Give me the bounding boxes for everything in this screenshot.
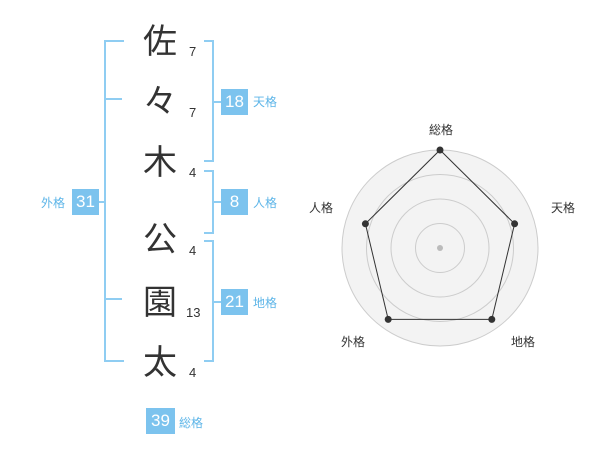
- soukaku-badge: 39: [146, 408, 175, 434]
- gaikaku-badge: 31: [72, 189, 99, 215]
- chikaku-connector: [212, 301, 222, 303]
- chikaku-badge: 21: [221, 289, 248, 315]
- name-char-2: 々: [143, 82, 177, 122]
- name-char-4: 公: [143, 220, 177, 260]
- stroke-count-4: 4: [189, 243, 197, 258]
- tenkaku-badge: 18: [221, 89, 248, 115]
- name-char-1: 佐: [143, 22, 177, 62]
- gaikaku-label: 外格: [41, 196, 66, 210]
- radar-point-4: [384, 315, 392, 323]
- radar-point-3: [488, 315, 496, 323]
- chikaku-label: 地格: [253, 296, 278, 310]
- stroke-count-3: 4: [189, 165, 197, 180]
- radar-center-dot: [437, 245, 443, 251]
- gaikaku-tick-bottom: [104, 298, 122, 300]
- stroke-count-6: 4: [189, 365, 197, 380]
- jinkaku-connector: [212, 201, 222, 203]
- gaikaku-connector: [98, 201, 106, 203]
- jinkaku-label: 人格: [253, 196, 278, 210]
- radar-label-jinkaku: 人格: [309, 201, 334, 215]
- stroke-count-5: 13: [186, 305, 201, 320]
- tenkaku-connector: [212, 101, 222, 103]
- radar-label-soukaku: 総格: [429, 123, 454, 137]
- radar-point-2: [511, 220, 519, 228]
- tenkaku-label: 天格: [253, 95, 278, 109]
- name-char-5: 園: [143, 283, 177, 323]
- name-char-3: 木: [143, 143, 177, 183]
- radar-point-5: [361, 220, 369, 228]
- gaikaku-tick-top: [104, 98, 122, 100]
- stroke-count-2: 7: [189, 105, 197, 120]
- stroke-count-1: 7: [189, 44, 197, 59]
- radar-label-chikaku: 地格: [511, 335, 536, 349]
- radar-label-tenkaku: 天格: [551, 201, 576, 215]
- radar-label-gaikaku: 外格: [341, 335, 366, 349]
- jinkaku-badge: 8: [221, 189, 248, 215]
- radar-polygon: [364, 149, 516, 320]
- radar-point-1: [436, 146, 444, 154]
- name-char-6: 太: [143, 343, 177, 383]
- soukaku-label: 総格: [179, 416, 204, 430]
